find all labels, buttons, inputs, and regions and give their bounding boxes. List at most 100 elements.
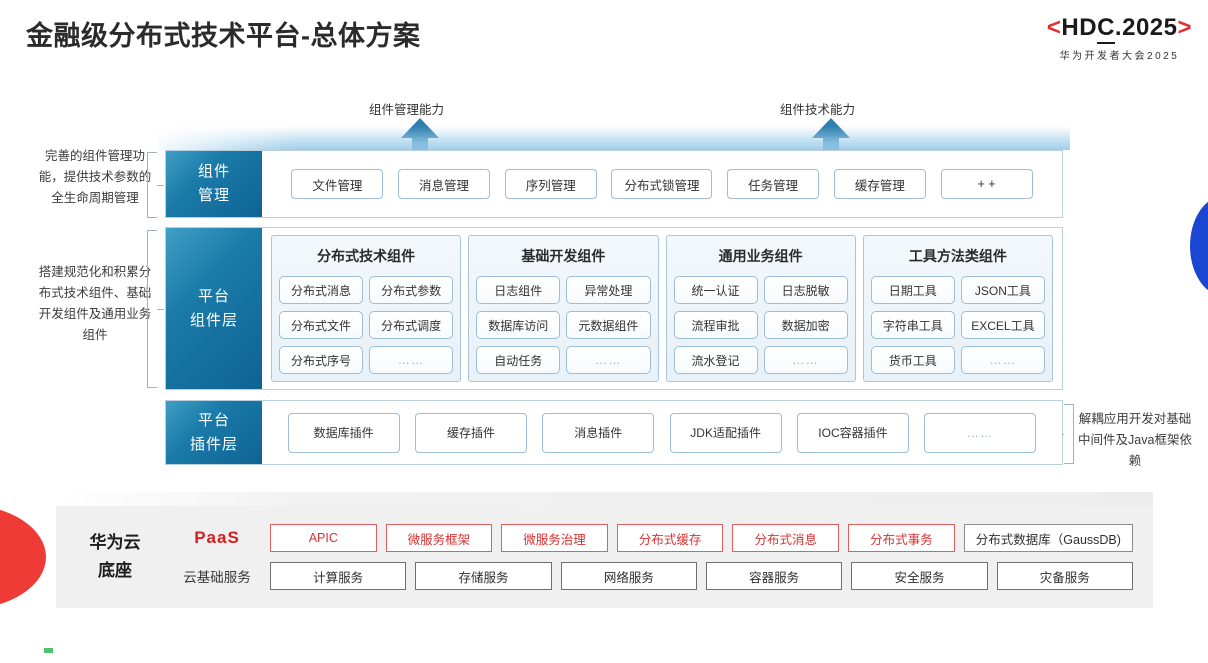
group-basic-dev-components: 基础开发组件 日志组件 异常处理 数据库访问 元数据组件 自动任务 …… [468,235,659,382]
foundation-label-line2: 底座 [98,561,132,580]
foundation-panel: 华为云 底座 PaaS APIC 微服务框架 微服务治理 分布式缓存 分布式消息… [56,506,1153,608]
side-note-right: 解耦应用开发对基础中间件及Java框架依赖 [1078,412,1192,468]
layer-title-component-management: 组件 管理 [166,151,262,217]
pill-excel-tool[interactable]: EXCEL工具 [960,311,1045,339]
group-heading: 基础开发组件 [521,248,606,264]
pill-task-management[interactable]: 任务管理 [727,169,820,199]
pill-cache-management[interactable]: 缓存管理 [833,169,926,199]
pill-process-approval[interactable]: 流程审批 [673,311,758,339]
layer-title-line1: 组件 [197,163,230,180]
group-heading: 通用业务组件 [718,248,803,264]
pill-cache-plugin[interactable]: 缓存插件 [414,412,527,453]
pill-distributed-parameter[interactable]: 分布式参数 [369,276,454,304]
hdc-logo: <HDC.2025> 华为开发者大会2025 [1047,14,1192,62]
decor-red-fan [0,505,46,609]
cell-distributed-cache[interactable]: 分布式缓存 [616,524,724,552]
layer-body-platform-plugins: 数据库插件 缓存插件 消息插件 JDK适配插件 IOC容器插件 …… [262,401,1062,464]
logo-right-bracket: > [1177,14,1192,41]
pill-data-encryption[interactable]: 数据加密 [763,311,848,339]
pill-distributed-scheduling[interactable]: 分布式调度 [369,311,454,339]
pill-distributed-lock-management[interactable]: 分布式锁管理 [611,169,713,199]
group-grid: 日志组件 异常处理 数据库访问 元数据组件 自动任务 …… [476,276,651,375]
group-general-business-components: 通用业务组件 统一认证 日志脱敏 流程审批 数据加密 流水登记 …… [665,235,856,382]
pill-json-tool[interactable]: JSON工具 [960,276,1045,304]
foundation-row-label-paas: PaaS [194,528,240,547]
pill-more-dots[interactable]: …… [566,346,651,374]
cell-security-service[interactable]: 安全服务 [851,562,988,590]
pill-message-management[interactable]: 消息管理 [398,169,491,199]
pill-exception-handling[interactable]: 异常处理 [566,276,651,304]
pill-more-dots[interactable]: …… [763,346,848,374]
logo-left-bracket: < [1046,14,1062,41]
pill-log-component[interactable]: 日志组件 [476,276,561,304]
layer-platform-plugins: 平台 插件层 数据库插件 缓存插件 消息插件 JDK适配插件 IOC容器插件 …… [165,400,1063,465]
pill-file-management[interactable]: 文件管理 [291,169,384,199]
pill-currency-tool[interactable]: 货币工具 [870,346,955,374]
pill-transaction-registration[interactable]: 流水登记 [673,346,758,374]
page-title: 金融级分布式技术平台-总体方案 [26,21,421,51]
side-note-left-1: 完善的组件管理功能，提供技术参数的全生命周期管理 [38,149,152,205]
pill-database-access[interactable]: 数据库访问 [476,311,561,339]
pill-metadata-component[interactable]: 元数据组件 [566,311,651,339]
cell-microservice-framework[interactable]: 微服务框架 [385,524,493,552]
cell-disaster-recovery-service[interactable]: 灾备服务 [996,562,1133,590]
cell-distributed-database-gaussdb[interactable]: 分布式数据库（GaussDB) [963,524,1134,552]
group-distributed-tech-components: 分布式技术组件 分布式消息 分布式参数 分布式文件 分布式调度 分布式序号 …… [271,235,462,382]
pill-more-dots[interactable]: …… [924,412,1037,453]
group-heading: 分布式技术组件 [317,248,416,264]
foundation-rows: PaaS APIC 微服务框架 微服务治理 分布式缓存 分布式消息 分布式事务 … [174,524,1153,590]
pill-add-more[interactable]: + + [940,169,1033,199]
pill-message-plugin[interactable]: 消息插件 [542,412,655,453]
layer-title-line2: 组件层 [189,311,238,329]
arrow-label-component-management: 组件管理能力 [369,103,445,117]
bracket-left-1 [147,152,164,218]
layer-title-line1: 平台 [197,287,230,305]
cell-storage-service[interactable]: 存储服务 [415,562,552,590]
pill-distributed-message[interactable]: 分布式消息 [279,276,364,304]
cell-microservice-governance[interactable]: 微服务治理 [501,524,608,552]
foundation-label: 华为云 底座 [56,529,174,585]
logo-text-year: .2025 [1114,14,1178,41]
foundation-cells-paas: APIC 微服务框架 微服务治理 分布式缓存 分布式消息 分布式事务 分布式数据… [270,524,1134,552]
decor-blue-lens [1190,196,1208,296]
cell-compute-service[interactable]: 计算服务 [270,562,407,590]
layer-title-line2: 管理 [197,187,230,204]
pill-string-tool[interactable]: 字符串工具 [870,311,955,339]
pill-more-dots[interactable]: …… [369,346,454,374]
cell-distributed-message[interactable]: 分布式消息 [732,524,840,552]
group-grid: 分布式消息 分布式参数 分布式文件 分布式调度 分布式序号 …… [279,276,454,375]
pill-database-plugin[interactable]: 数据库插件 [287,412,400,453]
group-grid: 统一认证 日志脱敏 流程审批 数据加密 流水登记 …… [673,276,848,375]
layer-body-platform-components: 分布式技术组件 分布式消息 分布式参数 分布式文件 分布式调度 分布式序号 ……… [262,228,1062,389]
bracket-right [1057,404,1074,464]
bracket-left-2 [147,230,164,388]
group-grid: 日期工具 JSON工具 字符串工具 EXCEL工具 货币工具 …… [870,276,1045,375]
layer-title-line1: 平台 [197,411,230,429]
pill-jdk-adapter-plugin[interactable]: JDK适配插件 [669,412,782,453]
layer-title-line2: 插件层 [189,435,238,453]
foundation-row-cloud-basic: 云基础服务 计算服务 存储服务 网络服务 容器服务 安全服务 灾备服务 [174,562,1133,590]
pill-log-desensitization[interactable]: 日志脱敏 [763,276,848,304]
pill-sequence-management[interactable]: 序列管理 [504,169,597,199]
decor-green-dash [44,648,53,653]
layer-component-management: 组件 管理 文件管理 消息管理 序列管理 分布式锁管理 任务管理 缓存管理 + … [165,150,1063,218]
pill-date-tool[interactable]: 日期工具 [870,276,955,304]
logo-text-c: C [1097,14,1115,44]
pill-ioc-container-plugin[interactable]: IOC容器插件 [796,412,909,453]
pill-auto-task[interactable]: 自动任务 [476,346,561,374]
backdrop-band-highlight [158,126,1070,150]
arrow-label-component-technology: 组件技术能力 [780,103,856,117]
pill-distributed-sequence[interactable]: 分布式序号 [279,346,364,374]
foundation-row-label-cloud-basic: 云基础服务 [183,570,251,585]
group-heading: 工具方法类组件 [908,248,1007,264]
cell-network-service[interactable]: 网络服务 [560,562,697,590]
cell-distributed-transaction[interactable]: 分布式事务 [848,524,955,552]
cell-apic[interactable]: APIC [270,524,377,552]
pill-more-dots[interactable]: …… [960,346,1045,374]
cell-container-service[interactable]: 容器服务 [705,562,843,590]
foundation-bevel [56,492,1153,506]
side-note-left-2: 搭建规范化和积累分布式技术组件、基础开发组件及通用业务组件 [38,265,152,342]
pill-unified-authentication[interactable]: 统一认证 [673,276,758,304]
layer-body-component-management: 文件管理 消息管理 序列管理 分布式锁管理 任务管理 缓存管理 + + [262,151,1062,217]
pill-distributed-file[interactable]: 分布式文件 [279,311,364,339]
